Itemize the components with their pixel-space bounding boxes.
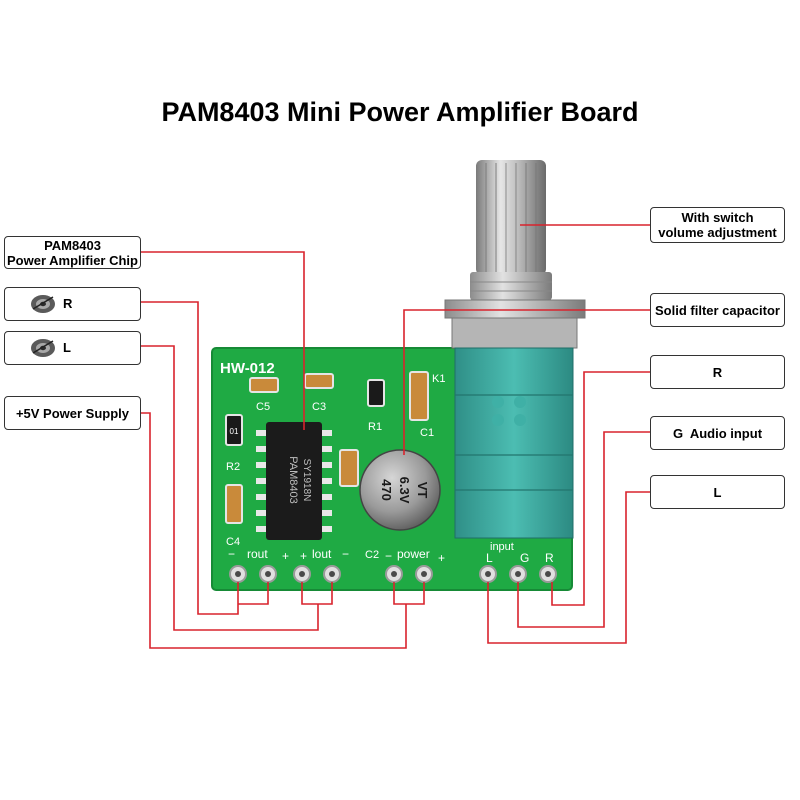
callout-switch-line1: With switch — [681, 210, 754, 225]
leader-wires — [140, 224, 650, 649]
silk-minus-power: − — [385, 549, 392, 563]
silk-c1: C1 — [420, 427, 434, 439]
smd-r2-code: 01 — [230, 427, 239, 436]
board-model: HW-012 — [220, 360, 275, 377]
callout-input-g: G Audio input — [650, 416, 785, 450]
speaker-icon — [31, 339, 55, 357]
smd-r2 — [225, 414, 243, 446]
callout-input-l: L — [650, 475, 785, 509]
smd-c3 — [304, 373, 334, 389]
smd-c2 — [339, 449, 359, 487]
callout-chip: PAM8403 Power Amplifier Chip — [4, 236, 141, 269]
silk-plus-rout: + — [282, 549, 289, 563]
callout-input-l-label: L — [713, 484, 722, 500]
silk-input: input — [490, 541, 514, 553]
callout-power-supply: +5V Power Supply — [4, 396, 141, 430]
chip-marking-1: PAM8403 — [287, 456, 299, 504]
wire-power — [140, 412, 407, 649]
silk-power: power — [397, 547, 430, 561]
wire-speaker-l-bridge — [301, 582, 333, 605]
silk-input-l: L — [486, 551, 493, 565]
wire-input-g — [517, 431, 650, 628]
wire-input-r — [551, 371, 650, 606]
callout-speaker-l: L — [4, 331, 141, 365]
silk-c4: C4 — [226, 536, 240, 548]
speaker-icon — [31, 295, 55, 313]
callout-speaker-r-label: R — [63, 296, 73, 311]
callout-switch: With switch volume adjustment — [650, 207, 785, 243]
pam8403-chip: PAM8403 SY1918N — [256, 422, 332, 540]
silk-rout: rout — [247, 547, 268, 561]
volume-knob — [444, 160, 586, 539]
silk-c5: C5 — [256, 401, 270, 413]
silk-k1: K1 — [432, 373, 445, 385]
cap-value: 470 — [379, 479, 394, 501]
diagram-title: PAM8403 Mini Power Amplifier Board — [161, 97, 639, 127]
callout-switch-line2: volume adjustment — [658, 225, 777, 240]
silk-input-r: R — [545, 551, 554, 565]
filter-capacitor: 470 6.3V VT — [359, 449, 441, 531]
callout-input-g-label: G Audio input — [672, 425, 763, 441]
silk-plus-lout: + — [300, 549, 307, 563]
wire-speaker-l — [140, 345, 319, 631]
smd-r1 — [367, 379, 385, 407]
callout-input-r-label: R — [712, 364, 723, 380]
wire-chip — [140, 251, 305, 430]
callout-capacitor: Solid filter capacitor — [650, 293, 785, 327]
callout-chip-line1: PAM8403 — [44, 237, 101, 253]
callout-capacitor-label: Solid filter capacitor — [655, 302, 780, 318]
silk-c3: C3 — [312, 401, 326, 413]
smd-c4 — [225, 484, 243, 524]
silk-minus-rout: − — [228, 547, 235, 561]
wire-capacitor — [403, 309, 650, 455]
smd-c1 — [409, 371, 429, 421]
smd-c5 — [249, 377, 279, 393]
callout-speaker-l-label: L — [63, 340, 71, 355]
wire-power-bridge — [393, 582, 425, 605]
callout-chip-line2: Power Amplifier Chip — [7, 252, 138, 268]
solder-pads — [229, 565, 557, 583]
wire-speaker-r-bridge — [238, 582, 269, 605]
cap-voltage: 6.3V — [397, 477, 412, 504]
silk-lout: lout — [312, 547, 332, 561]
callout-speaker-r: R — [4, 287, 141, 321]
callout-power-supply-label: +5V Power Supply — [15, 405, 130, 421]
silk-input-g: G — [520, 551, 529, 565]
silk-r1: R1 — [368, 421, 382, 433]
chip-marking-2: SY1918N — [301, 459, 312, 502]
silk-r2: R2 — [226, 461, 240, 473]
cap-brand: VT — [415, 482, 430, 499]
wire-input-l — [487, 491, 650, 644]
callout-input-r: R — [650, 355, 785, 389]
silk-c2: C2 — [365, 549, 379, 561]
silk-plus-power: + — [438, 551, 445, 565]
silk-minus-lout: − — [342, 547, 349, 561]
